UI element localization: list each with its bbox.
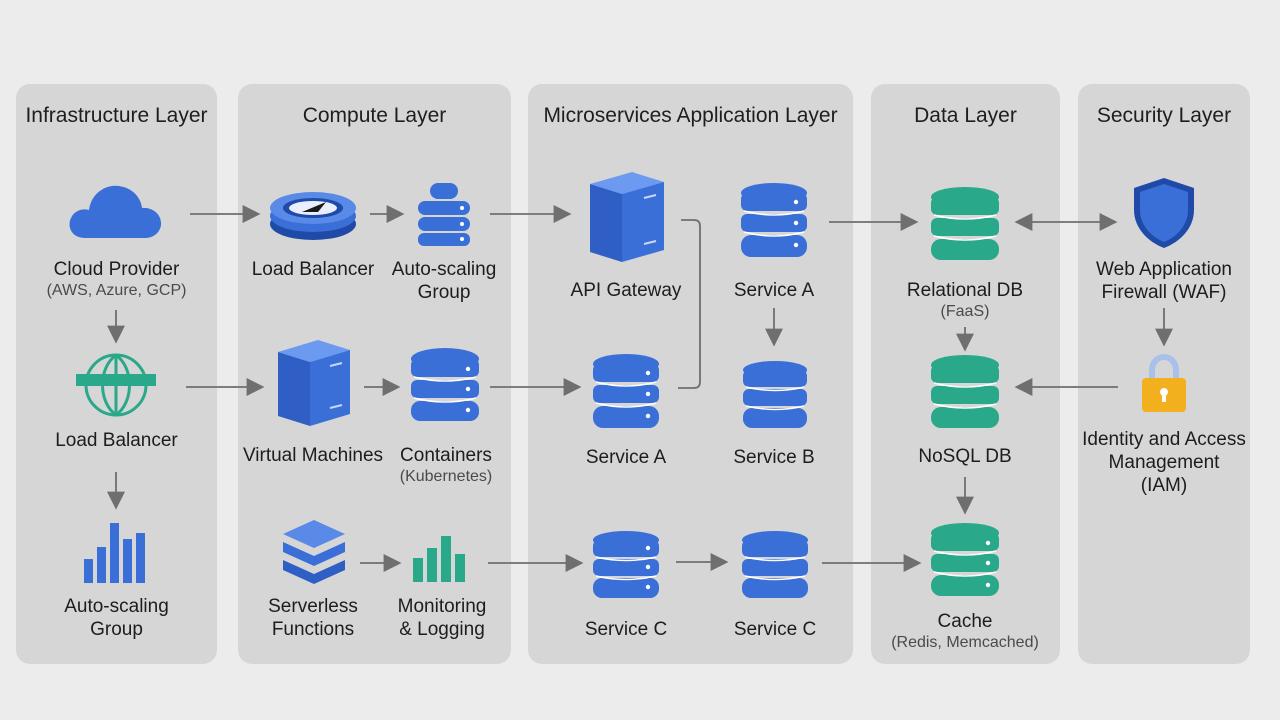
monitoring-chart-icon xyxy=(413,534,471,582)
virtual-machine-cube-icon xyxy=(274,336,354,428)
api-gateway-cube-icon xyxy=(586,170,666,264)
iam-label: Identity and Access Management (IAM) xyxy=(1082,429,1246,496)
compute-load-balancer-label: Load Balancer xyxy=(251,259,375,280)
containers-sublabel: (Kubernetes) xyxy=(399,468,493,485)
service-c-right-label: Service C xyxy=(733,619,817,640)
relational-db-label: Relational DB (FaaS) xyxy=(880,279,1050,322)
bar-chart-icon xyxy=(84,521,148,583)
cache-label: Cache (Redis, Memcached) xyxy=(872,610,1058,653)
relational-db-icon xyxy=(930,186,1000,262)
containers-db-icon xyxy=(410,347,480,427)
data-layer-title: Data Layer xyxy=(914,104,1017,127)
cache-db-icon xyxy=(930,522,1000,598)
compute-layer-title: Compute Layer xyxy=(302,104,447,127)
nosql-db-icon xyxy=(930,354,1000,430)
serverless-label: Serverless Functions xyxy=(268,596,358,640)
autoscaling-db-icon xyxy=(416,181,472,247)
infra-load-balancer-label: Load Balancer xyxy=(55,430,178,451)
cloud-icon xyxy=(67,180,163,240)
service-c-right-db-icon xyxy=(741,530,809,600)
virtual-machines-label: Virtual Machines xyxy=(242,445,384,466)
microservices-layer-title: Microservices Application Layer xyxy=(543,104,838,127)
service-a-top-db-icon xyxy=(740,182,808,260)
service-a-mid-db-icon xyxy=(592,353,660,431)
lock-icon xyxy=(1140,353,1188,414)
nosql-db-label: NoSQL DB xyxy=(918,446,1012,467)
shield-icon xyxy=(1132,176,1196,250)
containers-label: Containers (Kubernetes) xyxy=(386,444,506,487)
relational-db-sublabel: (FaaS) xyxy=(940,303,990,320)
waf-label: Web Application Firewall (WAF) xyxy=(1096,259,1232,303)
cloud-provider-label: Cloud Provider (AWS, Azure, GCP) xyxy=(16,258,217,301)
api-gateway-label: API Gateway xyxy=(570,280,682,301)
security-layer-title: Security Layer xyxy=(1096,104,1232,127)
monitoring-label: Monitoring & Logging xyxy=(397,596,487,640)
serverless-layers-icon xyxy=(281,518,347,588)
service-b-label: Service B xyxy=(733,447,815,468)
service-a-mid-label: Service A xyxy=(585,447,667,468)
cache-sublabel: (Redis, Memcached) xyxy=(891,634,1039,651)
cloud-provider-sublabel: (AWS, Azure, GCP) xyxy=(46,282,187,299)
service-c-left-label: Service C xyxy=(584,619,668,640)
service-b-db-icon xyxy=(742,360,808,430)
infrastructure-layer-title: Infrastructure Layer xyxy=(25,104,208,127)
compute-autoscaling-label: Auto-scaling Group xyxy=(391,259,497,303)
load-balancer-globe-icon xyxy=(74,352,158,418)
infra-autoscaling-label: Auto-scaling Group xyxy=(64,596,169,640)
service-a-top-label: Service A xyxy=(733,280,815,301)
load-balancer-rings-icon xyxy=(268,188,358,242)
service-c-left-db-icon xyxy=(592,530,660,600)
